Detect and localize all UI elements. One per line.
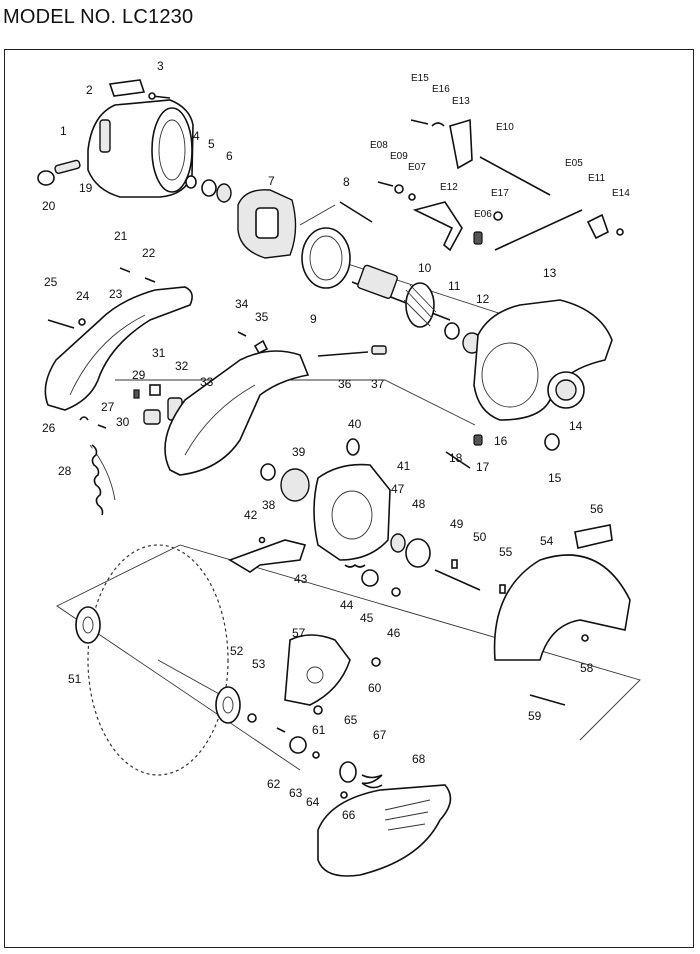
part-label-4: 4 xyxy=(193,129,200,143)
part-label-12: 12 xyxy=(476,292,490,306)
part-label-10: 10 xyxy=(418,261,432,275)
part-label-64: 64 xyxy=(306,795,320,809)
part-label-39: 39 xyxy=(292,445,306,459)
gear-housing-group xyxy=(473,299,613,451)
part-label-38: 38 xyxy=(262,498,276,512)
center-gear-box xyxy=(228,434,506,597)
part-label-5: 5 xyxy=(208,137,215,151)
part-label-54: 54 xyxy=(540,534,554,548)
part-label-e16: E16 xyxy=(432,84,450,95)
part-label-2: 2 xyxy=(86,83,93,97)
part-label-e10: E10 xyxy=(496,122,514,133)
part-label-45: 45 xyxy=(360,611,374,625)
part-label-14: 14 xyxy=(569,419,583,433)
part-label-e09: E09 xyxy=(390,151,408,162)
part-label-48: 48 xyxy=(412,497,426,511)
part-label-37: 37 xyxy=(371,377,385,391)
part-label-60: 60 xyxy=(368,681,382,695)
field-coil-group xyxy=(237,189,373,289)
part-label-23: 23 xyxy=(109,287,123,301)
part-label-8: 8 xyxy=(343,175,350,189)
part-label-6: 6 xyxy=(226,149,233,163)
part-label-59: 59 xyxy=(528,709,542,723)
part-label-63: 63 xyxy=(289,786,303,800)
part-label-27: 27 xyxy=(101,400,115,414)
part-label-13: 13 xyxy=(543,266,557,280)
part-label-20: 20 xyxy=(42,199,56,213)
part-label-29: 29 xyxy=(132,368,146,382)
part-label-25: 25 xyxy=(44,275,58,289)
part-label-35: 35 xyxy=(255,310,269,324)
handle-33 xyxy=(164,331,387,476)
saw-blade-dashed xyxy=(75,544,257,776)
armature-group xyxy=(351,264,482,354)
part-label-e08: E08 xyxy=(370,140,388,151)
part-label-26: 26 xyxy=(42,421,56,435)
model-title: MODEL NO. LC1230 xyxy=(3,6,194,28)
part-label-28: 28 xyxy=(58,464,72,478)
part-label-16: 16 xyxy=(494,434,508,448)
part-label-e05: E05 xyxy=(565,158,583,169)
part-label-47: 47 xyxy=(391,482,405,496)
part-label-e06: E06 xyxy=(474,209,492,220)
part-label-30: 30 xyxy=(116,415,130,429)
part-label-3: 3 xyxy=(157,59,164,73)
part-label-58: 58 xyxy=(580,661,594,675)
diagram-frame xyxy=(4,49,694,948)
part-label-44: 44 xyxy=(340,598,354,612)
motor-housing-group xyxy=(37,79,232,203)
part-label-e14: E14 xyxy=(612,188,630,199)
part-label-19: 19 xyxy=(79,181,93,195)
part-label-61: 61 xyxy=(312,723,326,737)
part-label-e12: E12 xyxy=(440,182,458,193)
part-label-15: 15 xyxy=(548,471,562,485)
part-label-33: 33 xyxy=(200,375,214,389)
part-label-65: 65 xyxy=(344,713,358,727)
part-label-e13: E13 xyxy=(452,96,470,107)
part-label-36: 36 xyxy=(338,377,352,391)
part-label-21: 21 xyxy=(114,229,128,243)
part-label-31: 31 xyxy=(152,346,166,360)
part-label-41: 41 xyxy=(397,459,411,473)
part-label-57: 57 xyxy=(292,626,306,640)
part-label-18: 18 xyxy=(449,451,463,465)
part-label-67: 67 xyxy=(373,728,387,742)
safety-cover-group xyxy=(276,634,452,877)
chain-28 xyxy=(91,444,104,516)
part-label-9: 9 xyxy=(310,312,317,326)
part-label-62: 62 xyxy=(267,777,281,791)
part-label-32: 32 xyxy=(175,359,189,373)
part-label-24: 24 xyxy=(76,289,90,303)
part-label-49: 49 xyxy=(450,517,464,531)
part-label-55: 55 xyxy=(499,545,513,559)
part-label-66: 66 xyxy=(342,808,356,822)
part-label-43: 43 xyxy=(294,572,308,586)
part-label-53: 53 xyxy=(252,657,266,671)
part-label-11: 11 xyxy=(448,279,461,293)
part-label-e15: E15 xyxy=(411,73,429,84)
part-label-22: 22 xyxy=(142,246,156,260)
part-label-40: 40 xyxy=(348,417,362,431)
e-parts-group xyxy=(377,118,624,252)
part-label-34: 34 xyxy=(235,297,249,311)
part-label-e17: E17 xyxy=(491,188,509,199)
part-label-68: 68 xyxy=(412,752,426,766)
part-label-17: 17 xyxy=(476,460,490,474)
part-label-e07: E07 xyxy=(408,162,426,173)
blade-guard-54 xyxy=(493,524,631,706)
part-label-7: 7 xyxy=(268,174,275,188)
part-label-e11: E11 xyxy=(588,173,605,184)
part-label-52: 52 xyxy=(230,644,244,658)
part-label-56: 56 xyxy=(590,502,604,516)
part-label-1: 1 xyxy=(60,124,67,138)
part-label-51: 51 xyxy=(68,672,82,686)
part-label-50: 50 xyxy=(473,530,487,544)
handle-group-left xyxy=(44,267,193,501)
part-label-42: 42 xyxy=(244,508,258,522)
part-label-46: 46 xyxy=(387,626,401,640)
